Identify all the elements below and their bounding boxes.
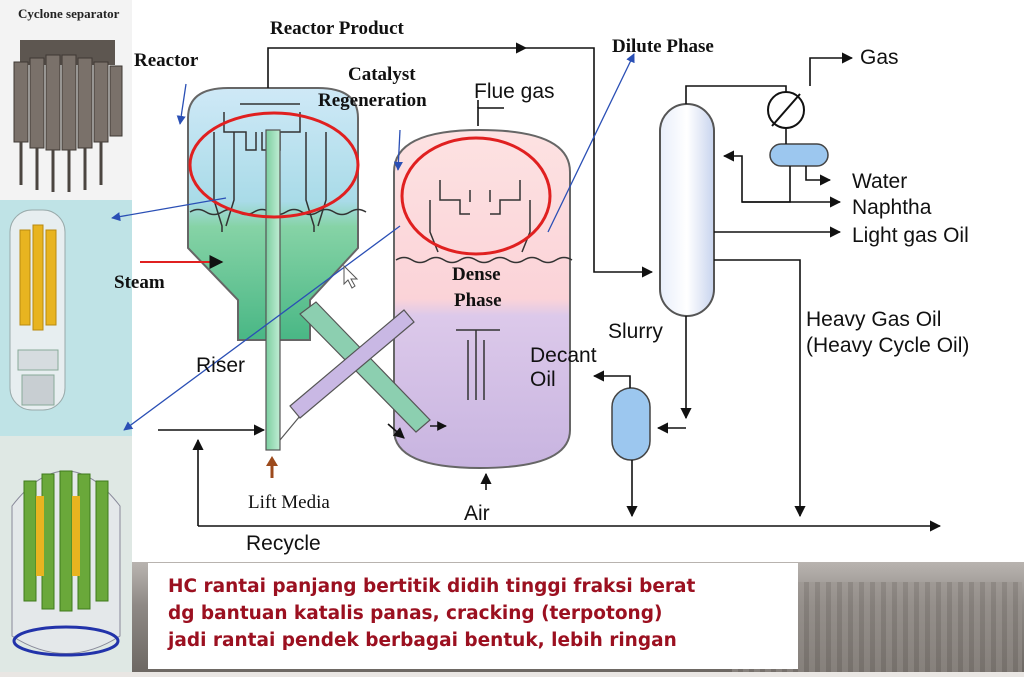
caption-line-3: jadi rantai pendek berbagai bentuk, lebi… bbox=[168, 630, 677, 651]
label-water: Water bbox=[852, 170, 907, 193]
lift-media-arrowhead bbox=[266, 456, 278, 466]
label-heavy-cycle-oil: (Heavy Cycle Oil) bbox=[806, 334, 969, 357]
green-cyclone-vessel-image bbox=[11, 470, 121, 657]
label-gas: Gas bbox=[860, 46, 899, 69]
label-reactor-product: Reactor Product bbox=[270, 18, 405, 39]
label-lift-media: Lift Media bbox=[248, 492, 330, 513]
fcc-process-diagram: Reactor Reactor Product Catalyst Regener… bbox=[111, 18, 969, 555]
yellow-cyclone-vessel-image bbox=[9, 209, 66, 411]
label-riser: Riser bbox=[196, 354, 245, 377]
caption-box: HC rantai panjang bertitik didih tinggi … bbox=[148, 563, 798, 669]
regenerator-cyclone-highlight bbox=[400, 136, 552, 256]
label-catalyst: Catalyst bbox=[348, 64, 416, 85]
label-dilute-phase: Dilute Phase bbox=[612, 36, 714, 57]
label-flue-gas: Flue gas bbox=[474, 80, 555, 103]
caption-line-2: dg bantuan katalis panas, cracking (terp… bbox=[168, 603, 663, 624]
label-reactor: Reactor bbox=[134, 50, 199, 71]
riser-pipe bbox=[265, 129, 301, 451]
mouse-cursor-icon bbox=[343, 264, 359, 289]
cyclone-cluster-image bbox=[13, 40, 123, 192]
label-air: Air bbox=[464, 502, 490, 525]
label-dense: Dense bbox=[452, 264, 501, 285]
label-heavy-gas-oil: Heavy Gas Oil bbox=[806, 308, 941, 331]
label-naphtha: Naphtha bbox=[852, 196, 932, 219]
cyclone-photo-2 bbox=[0, 200, 132, 436]
left-panel-title: Cyclone separator bbox=[18, 6, 120, 21]
fractionator-column bbox=[659, 103, 715, 317]
caption-line-1: HC rantai panjang bertitik didih tinggi … bbox=[168, 576, 696, 597]
catalyst-transfer-lines bbox=[289, 301, 447, 433]
process-flow-lines bbox=[158, 42, 942, 532]
label-phase: Phase bbox=[454, 290, 502, 311]
label-steam: Steam bbox=[114, 272, 165, 293]
slurry-separator bbox=[611, 387, 651, 461]
reactor-cyclone-highlight bbox=[188, 111, 360, 219]
cyclone-photo-1 bbox=[0, 0, 132, 200]
cyclone-photo-3 bbox=[0, 436, 132, 672]
overhead-drum bbox=[769, 143, 829, 167]
label-recycle: Recycle bbox=[246, 532, 321, 555]
callout-pointers bbox=[111, 53, 635, 431]
label-light-gas-oil: Light gas Oil bbox=[852, 224, 969, 247]
label-regeneration: Regeneration bbox=[318, 90, 427, 111]
label-decant: Decant bbox=[530, 344, 597, 367]
condenser-icon bbox=[767, 91, 805, 129]
label-decant-oil: Oil bbox=[530, 368, 556, 391]
label-slurry: Slurry bbox=[608, 320, 663, 343]
regenerator-vessel bbox=[393, 128, 573, 470]
